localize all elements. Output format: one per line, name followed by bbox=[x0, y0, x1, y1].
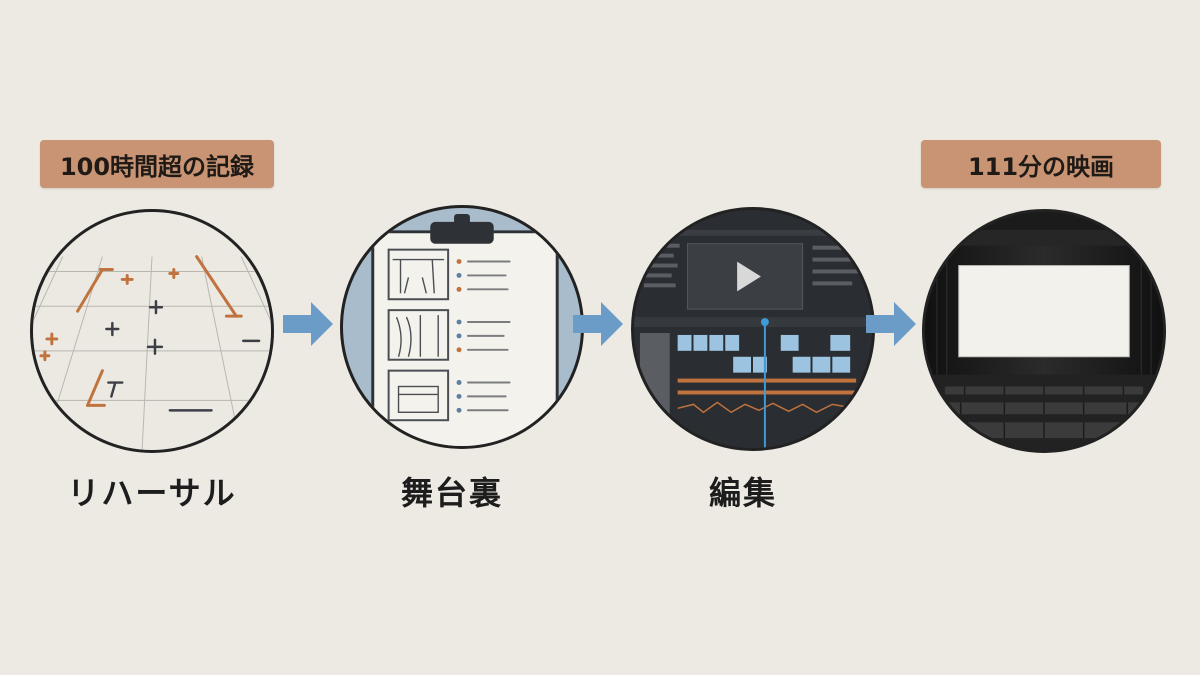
movie-theater-screen-icon bbox=[922, 209, 1166, 453]
step-label-backstage: 舞台裏 bbox=[400, 474, 503, 512]
right-arrow-icon bbox=[283, 302, 333, 346]
video-editing-timeline-icon bbox=[631, 207, 875, 451]
rehearsal-stage-marks-icon bbox=[30, 209, 274, 453]
end-badge: 111分の映画 bbox=[921, 140, 1161, 188]
backstage-clipboard-icon bbox=[340, 205, 584, 449]
step-label-editing: 編集 bbox=[708, 474, 777, 512]
step-label-rehearsal: リハーサル bbox=[67, 474, 237, 512]
right-arrow-icon bbox=[866, 302, 916, 346]
right-arrow-icon bbox=[573, 302, 623, 346]
start-badge: 100時間超の記録 bbox=[40, 140, 274, 188]
